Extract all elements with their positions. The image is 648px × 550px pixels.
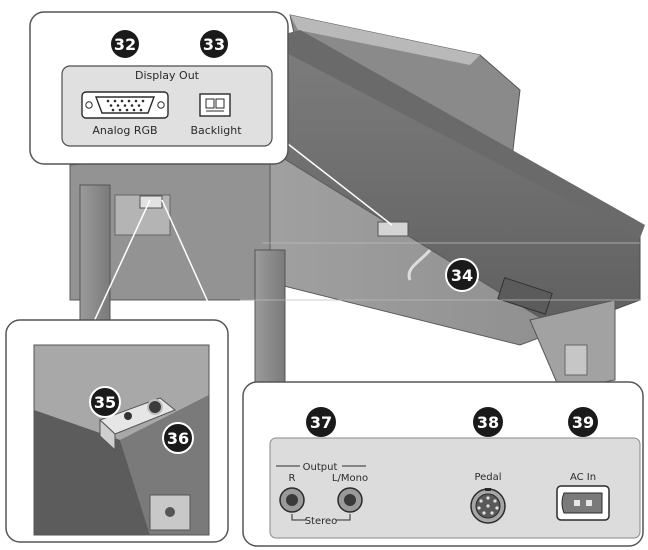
leader-line-jacks-right — [161, 199, 226, 341]
svg-text:33: 33 — [203, 35, 225, 54]
callout-33: 33 — [200, 30, 228, 58]
inset-jack-dark-face — [34, 410, 150, 535]
vga-connector-icon — [81, 91, 169, 119]
backlight-connector-icon — [199, 93, 231, 117]
callout-38: 38 — [473, 407, 503, 437]
ac-inlet-icon — [556, 485, 610, 521]
output-title: Output — [303, 462, 338, 473]
jack-block-front — [99, 418, 116, 452]
left-side-connector — [139, 195, 163, 209]
pedal-label: Pedal — [474, 472, 501, 483]
inset-jack-top-face — [34, 345, 209, 440]
svg-text:32: 32 — [114, 35, 136, 54]
analog-rgb-label: Analog RGB — [92, 124, 157, 137]
phone-jack-icon — [279, 487, 305, 513]
piano-lid-edge — [262, 30, 645, 238]
right-bracket-plate — [564, 344, 588, 376]
ac-in-label: AC In — [570, 472, 596, 483]
svg-text:37: 37 — [310, 413, 332, 432]
inset-jack-frame-border — [33, 344, 210, 536]
bottom-bracket-hole — [165, 507, 175, 517]
callout-35: 35 — [89, 386, 121, 418]
callout-36: 36 — [162, 422, 194, 454]
svg-text:38: 38 — [477, 413, 499, 432]
underside-display-connectors — [377, 221, 409, 237]
svg-text:36: 36 — [167, 429, 189, 448]
callout-39: 39 — [568, 407, 598, 437]
callout-32: 32 — [111, 30, 139, 58]
svg-text:34: 34 — [451, 266, 473, 285]
underside-jack-panel — [497, 277, 553, 315]
callout-37: 37 — [306, 407, 336, 437]
callout-34: 34 — [445, 258, 479, 292]
svg-text:35: 35 — [94, 393, 116, 412]
cable — [407, 249, 432, 281]
display-out-title: Display Out — [135, 69, 200, 82]
stereo-bracket — [291, 514, 351, 521]
svg-text:39: 39 — [572, 413, 594, 432]
leader-line-jacks-left — [89, 199, 151, 331]
phone-jack-icon — [337, 487, 363, 513]
output-l-mono-label: L/Mono — [332, 473, 368, 484]
rear-panel-plate — [269, 437, 641, 539]
inset-rear-panel: Output R L/Mono Stereo Pedal — [242, 381, 644, 547]
music-rest-top — [290, 15, 480, 65]
stereo-label: Stereo — [305, 516, 338, 527]
backlight-label: Backlight — [190, 124, 242, 137]
piano-center-leg — [254, 249, 286, 401]
leader-line-display-out — [269, 129, 393, 226]
piano-illustration — [69, 14, 645, 401]
inset-jack-closeup: 35 36 — [5, 319, 229, 543]
output-r-label: R — [289, 473, 296, 484]
din-pedal-connector-icon — [470, 488, 506, 524]
inset-display-out: Display Out Analog RGB Backlight 32 — [29, 11, 289, 165]
jack-socket-2 — [147, 399, 163, 415]
jack-socket-1 — [124, 412, 132, 420]
